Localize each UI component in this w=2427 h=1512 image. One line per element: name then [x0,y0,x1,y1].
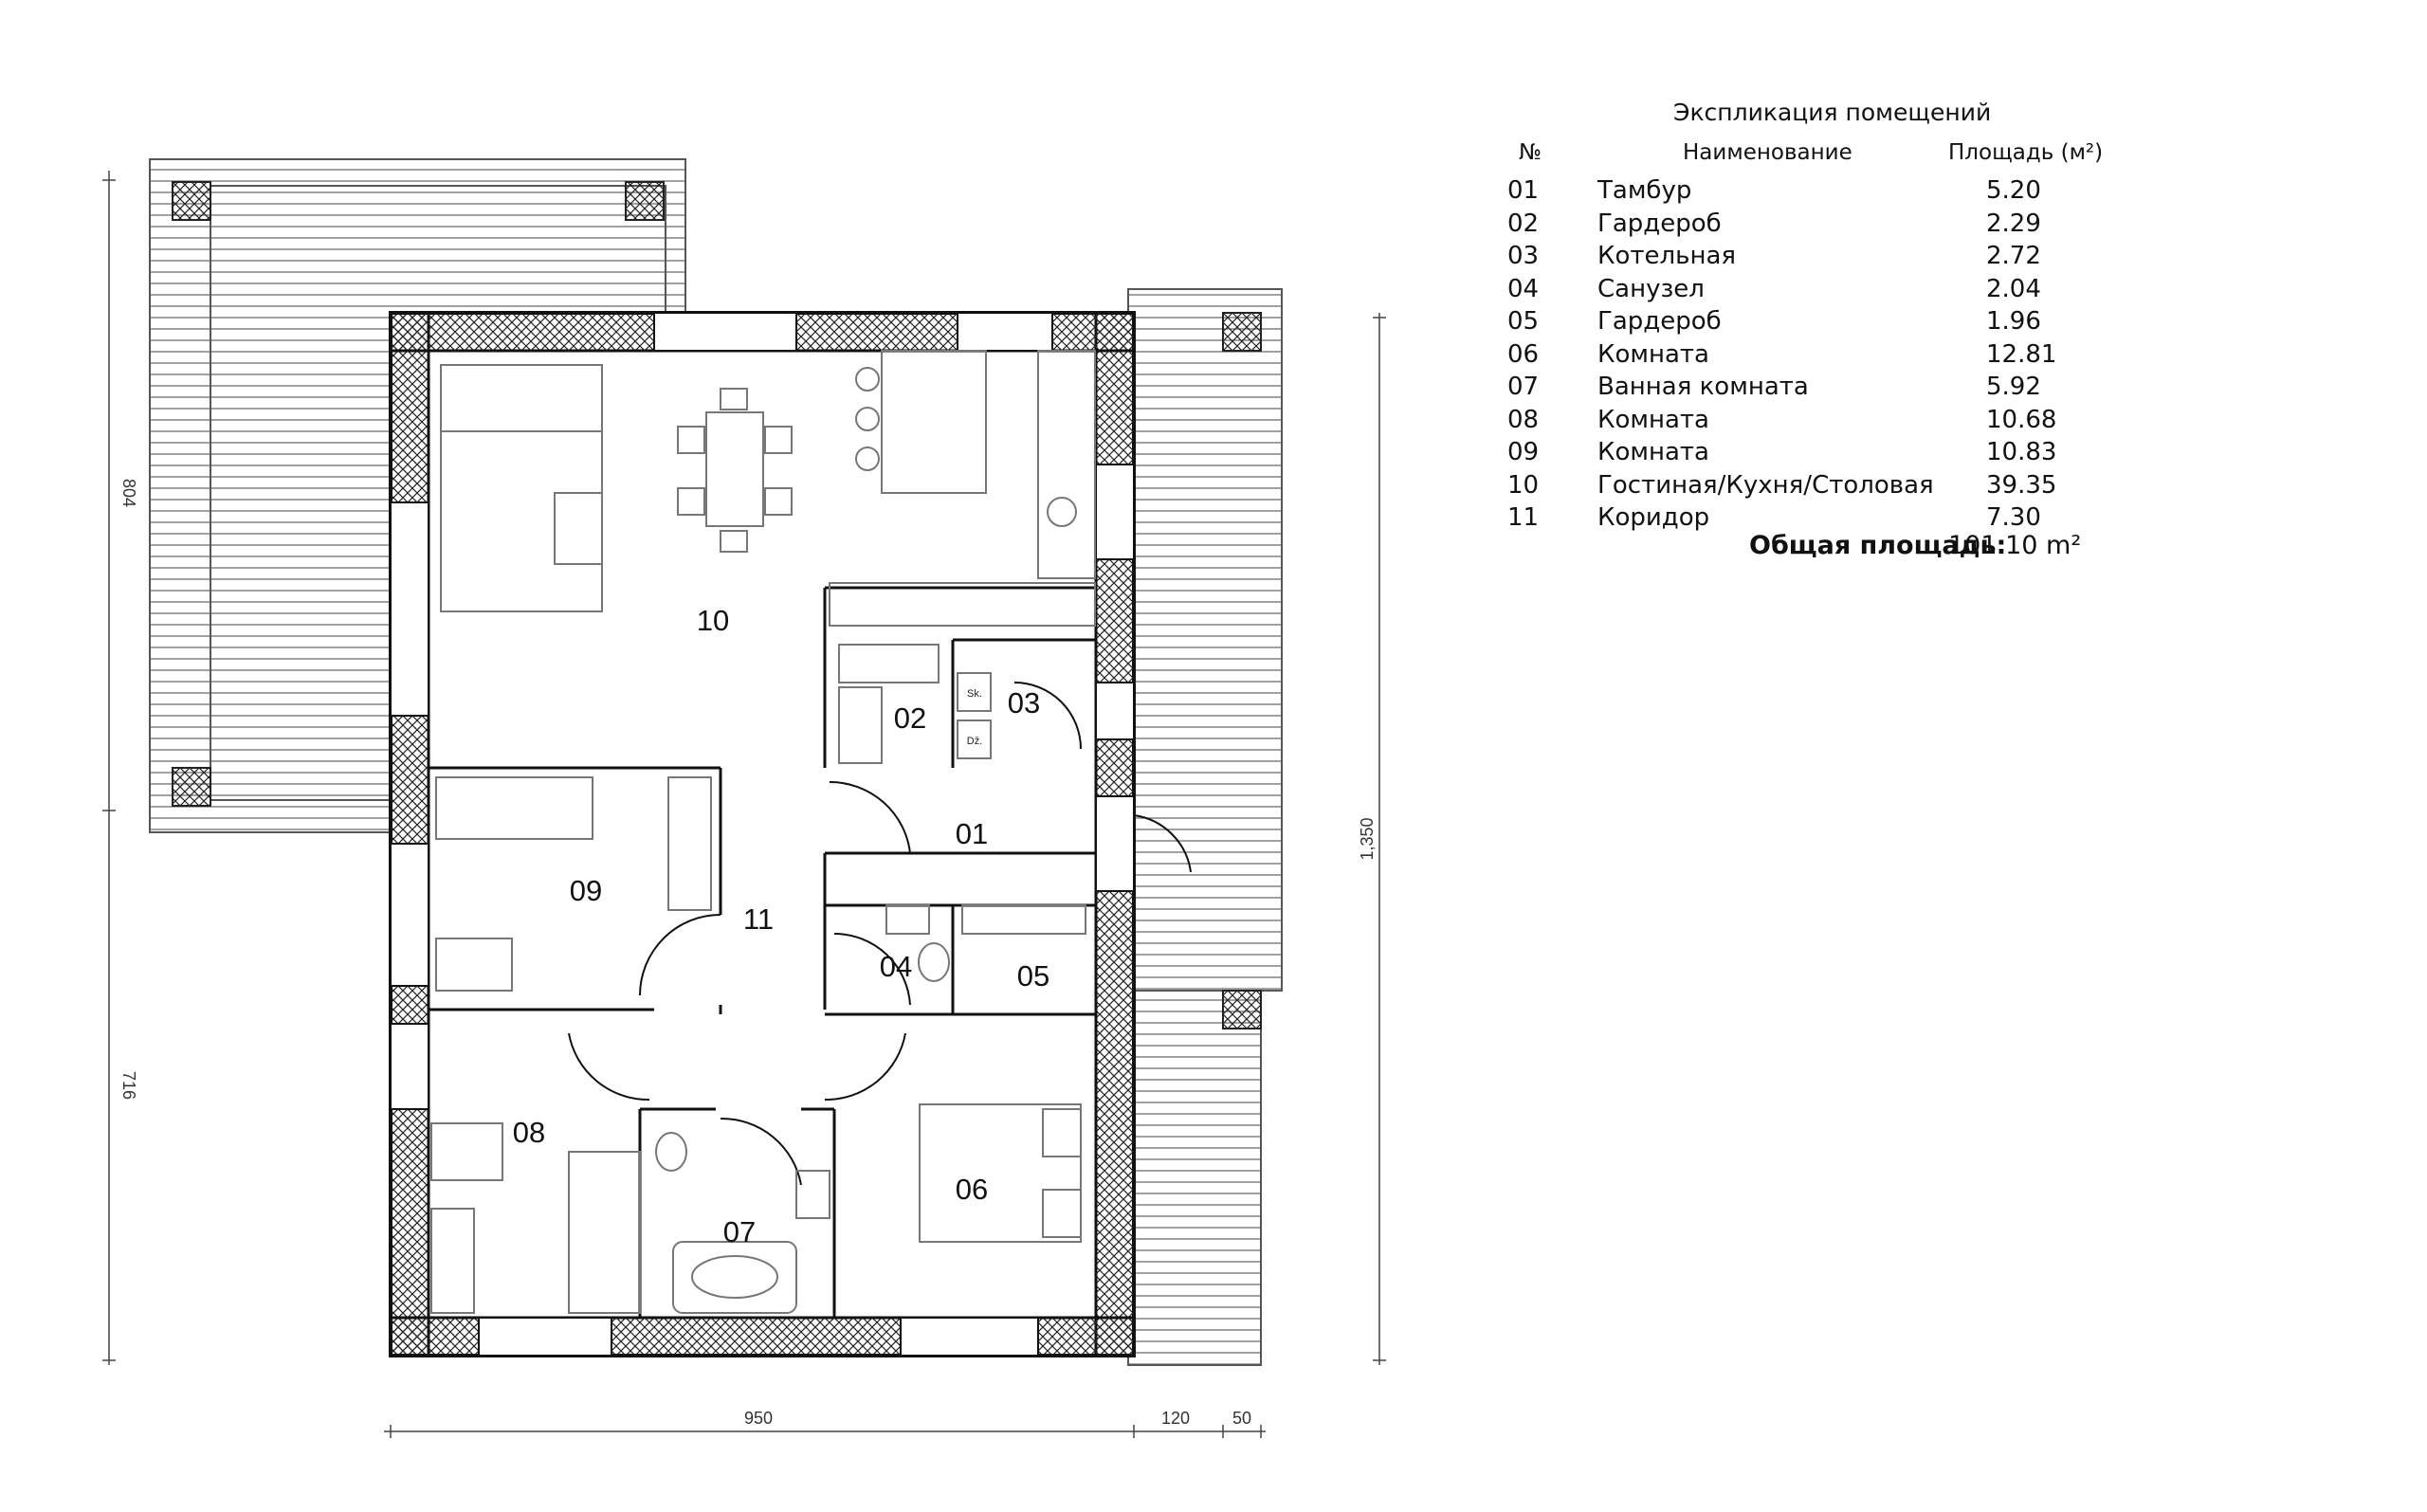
schedule-name: Коридор [1597,503,1710,532]
schedule-name: Комната [1597,405,1709,434]
schedule-area: 2.29 [1986,209,2041,238]
room-label-11: 11 [743,902,774,936]
schedule-num: 01 [1507,176,1540,205]
desk-09 [435,938,513,992]
room-label-07: 07 [723,1215,756,1248]
total-area-value: 101.10 m² [1948,531,2082,560]
fixture-dz-label: Dž. [967,736,983,747]
room-label-03: 03 [1008,686,1040,720]
schedule-area: 5.92 [1986,373,2041,401]
schedule-name: Тамбур [1597,176,1692,205]
schedule-name: Санузел [1597,274,1705,303]
room-label-09: 09 [570,874,602,907]
room-label-02: 02 [894,701,926,735]
schedule-name: Гардероб [1597,209,1722,238]
schedule-name: Комната [1597,438,1709,466]
schedule-num: 06 [1507,339,1540,369]
schedule-area: 10.68 [1986,405,2057,434]
room-label-05: 05 [1017,959,1049,993]
bed-06 [919,1103,1082,1243]
kitchen-counter [1037,350,1096,579]
schedule-num: 09 [1507,438,1540,466]
room-label-10: 10 [697,604,729,637]
toilet-04 [918,942,950,982]
dim-left-top: 804 [119,479,138,507]
desk-08 [430,1122,503,1181]
col-header-num: № [1519,140,1542,165]
dim-bottom-small: 50 [1232,1409,1251,1428]
coffee-table [554,492,603,565]
schedule-num: 03 [1507,242,1540,270]
schedule-area: 2.04 [1986,274,2041,303]
schedule-area: 7.30 [1986,503,2041,532]
schedule-name: Котельная [1597,242,1737,270]
bed-09 [435,776,593,840]
terrace-right [1127,288,1283,1366]
kitchen-island [881,350,987,494]
room-label-08: 08 [513,1116,545,1149]
schedule-name: Гардероб [1597,307,1722,336]
schedule-title: Экспликация помещений [1673,99,1992,126]
schedule-area: 39.35 [1986,470,2057,500]
dim-left-bottom: 716 [119,1071,138,1100]
dimension-lines [102,171,1386,1438]
total-area-label: Общая площадь: [1749,531,2007,560]
schedule-num: 08 [1507,405,1540,434]
schedule-area: 10.83 [1986,438,2057,466]
schedule-name: Ванная комната [1597,373,1809,401]
dim-right-total: 1,350 [1358,817,1377,860]
fixture-sk-label: Sk. [967,688,982,700]
schedule-num: 07 [1507,373,1540,401]
schedule-num: 11 [1507,503,1540,532]
dining-table [705,411,764,527]
col-header-name: Наименование [1683,140,1852,165]
bathtub [672,1241,797,1314]
schedule-num: 04 [1507,274,1540,303]
room-label-06: 06 [956,1173,988,1206]
exterior-walls [389,311,1136,1357]
schedule-area: 12.81 [1986,339,2057,369]
schedule-area: 1.96 [1986,307,2041,336]
col-header-area: Площадь (м²) [1948,140,2104,165]
room-label-04: 04 [880,950,912,983]
furniture [430,350,1096,1314]
schedule-area: 2.72 [1986,242,2041,270]
dim-bottom-main: 950 [744,1409,773,1428]
schedule-num: 05 [1507,307,1540,336]
toilet-07 [655,1132,687,1172]
schedule-name: Комната [1597,339,1709,369]
schedule-num: 10 [1507,470,1540,500]
schedule-name: Гостиная/Кухня/Столовая [1597,470,1934,500]
dim-bottom-mid: 120 [1161,1409,1190,1428]
schedule-area: 5.20 [1986,176,2041,205]
schedule-num: 02 [1507,209,1540,238]
room-label-01: 01 [956,817,988,850]
bed-08 [568,1151,641,1314]
